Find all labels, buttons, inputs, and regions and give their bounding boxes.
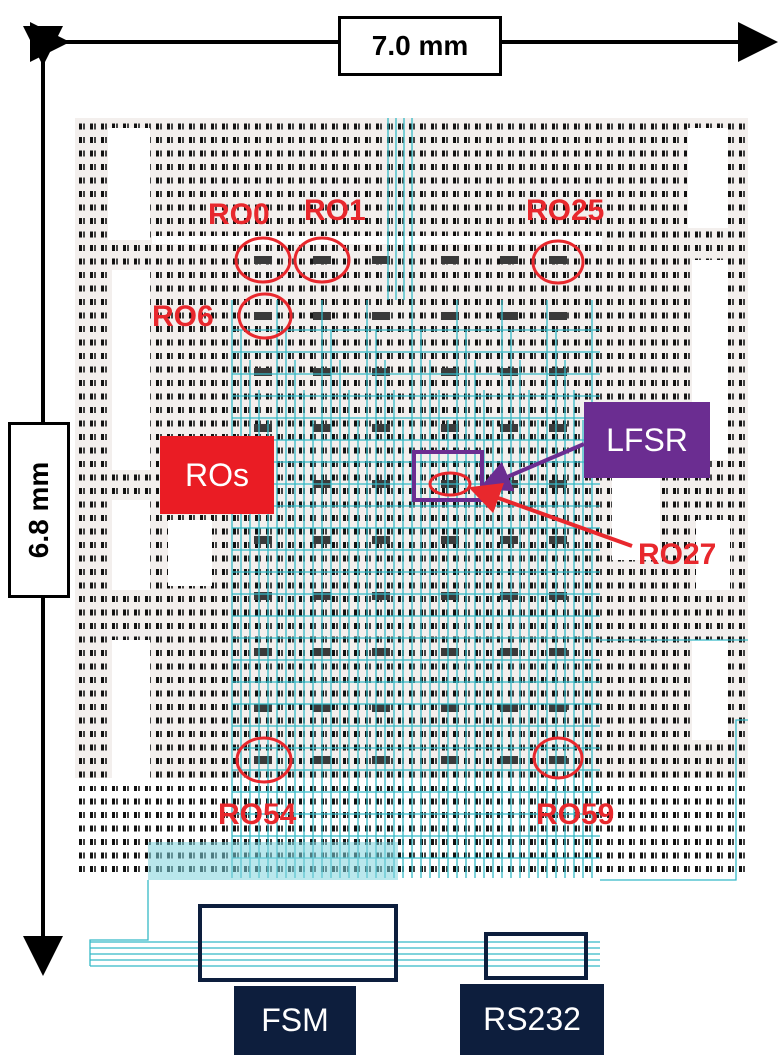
ro-cell [372, 256, 390, 264]
fsm-box [198, 904, 398, 982]
wire-route [89, 880, 149, 966]
ro-cell [254, 756, 272, 764]
ro54-label: RO54 [218, 798, 297, 831]
ro-cell [441, 756, 459, 764]
ro-cell [549, 536, 567, 544]
ro6-circle [237, 292, 293, 340]
ros-tag: ROs [160, 436, 274, 514]
ro-cell [372, 536, 390, 544]
ro-cell [254, 592, 272, 600]
ro-cell [549, 256, 567, 264]
ro-cell [254, 312, 272, 320]
ro-cell [549, 424, 567, 432]
ro-cell [372, 312, 390, 320]
ro0-circle [234, 236, 292, 284]
ro-cell [549, 704, 567, 712]
ro-cell [254, 256, 272, 264]
ro-cell [254, 648, 272, 656]
ro-cell [372, 704, 390, 712]
ro-cell [549, 592, 567, 600]
ro-cell [500, 648, 518, 656]
ro27-arrow [468, 483, 633, 548]
ro1-label: RO1 [304, 194, 366, 227]
height-dimension-label: 6.8 mm [23, 461, 54, 559]
ro-cell [500, 536, 518, 544]
ro-cell [254, 704, 272, 712]
ro6-label: RO6 [152, 300, 214, 333]
rs232-tag: RS232 [460, 984, 604, 1055]
ro-cell [372, 648, 390, 656]
wire-route [600, 719, 748, 881]
ro-cell [549, 312, 567, 320]
ro1-circle [293, 236, 351, 284]
ro25-label: RO25 [526, 194, 605, 227]
ro-cell [500, 756, 518, 764]
ro-cell [500, 424, 518, 432]
fsm-tag: FSM [234, 986, 356, 1055]
lfsr-tag: LFSR [584, 402, 710, 478]
ro-cell [441, 536, 459, 544]
width-dimension-label: 7.0 mm [338, 16, 502, 76]
ro-cell [549, 648, 567, 656]
ro-cell [441, 256, 459, 264]
ro-cell [372, 424, 390, 432]
ro-cell [500, 368, 518, 376]
ro-cell [549, 756, 567, 764]
ro-cell [441, 424, 459, 432]
ro59-circle [532, 736, 584, 780]
fsm-wire-region [148, 842, 398, 880]
ro-cell [441, 704, 459, 712]
ro-cell [254, 368, 272, 376]
ro54-circle [235, 736, 293, 784]
rs232-box [484, 932, 588, 980]
ro-cell [372, 368, 390, 376]
ro-cell [500, 312, 518, 320]
ro-cell [254, 424, 272, 432]
lfsr-arrow [478, 442, 585, 492]
ro59-label: RO59 [536, 798, 615, 831]
ro-cell [441, 592, 459, 600]
ro-cell [500, 704, 518, 712]
ro-cell [441, 312, 459, 320]
height-dimension-box: 6.8 mm [8, 422, 70, 598]
ro-cell [372, 592, 390, 600]
ro27-label: RO27 [638, 538, 717, 571]
ro0-label: RO0 [208, 198, 270, 231]
ro-cell [500, 256, 518, 264]
ro-cell [549, 368, 567, 376]
ro-cell [313, 256, 331, 264]
ro-cell [254, 536, 272, 544]
ro-cell [500, 592, 518, 600]
ro-cell [441, 368, 459, 376]
ro-cell [441, 648, 459, 656]
ro25-circle [531, 239, 585, 285]
ro-cell [372, 756, 390, 764]
